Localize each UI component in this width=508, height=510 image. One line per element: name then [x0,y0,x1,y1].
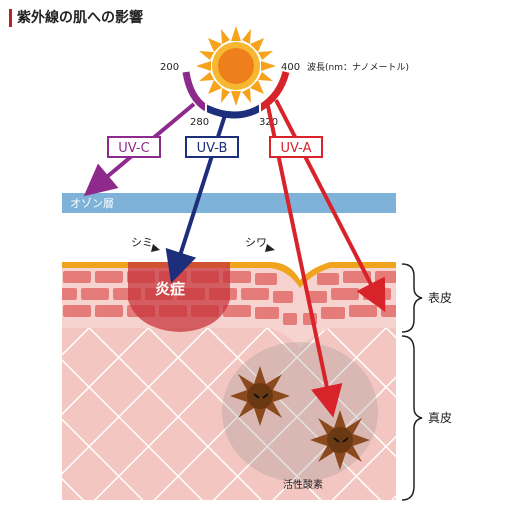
spots-label: シミ [131,236,153,249]
uvc-label-box [107,136,161,158]
inflammation-label: 炎症 [155,280,185,298]
uvb-ray-arrow [165,111,228,284]
wavelength-unit-label: 波長(nm：ナノメートル) [307,61,409,73]
dermis-label: 真皮 [428,411,452,425]
dermis-brace [401,335,423,501]
wavelength-label-320: 320 [259,117,278,128]
ozone-layer [62,193,396,213]
ozone-layer-label: オゾン層 [70,197,114,210]
epidermis-label: 表皮 [428,291,452,305]
wavelength-label-280: 280 [190,117,209,128]
active-oxygen-label: 活性酸素 [283,478,323,491]
wavelength-label-200: 200 [160,62,179,73]
wrinkles-label: シワ [245,236,267,249]
epidermis-brace [401,263,423,333]
page-title: 紫外線の肌への影響 [17,10,143,26]
active-oxygen-particle-icon [230,366,290,426]
uva-label-box [269,136,323,158]
sun-icon [196,26,276,106]
uvb-label: UV-B [197,141,228,156]
uvc-label: UV-C [118,141,149,156]
inflammation-zone [128,262,230,332]
uva-ray-arrow-epidermis [274,99,386,313]
wavelength-spectrum [182,71,290,119]
wrinkles-pointer-icon [265,244,275,252]
spots-pointer-icon [151,244,160,252]
active-oxygen-particle-icon [310,410,370,470]
skin-cross-section [62,262,396,500]
uvb-label-box [185,136,239,158]
wavelength-label-400: 400 [281,62,300,73]
title-accent-bar [9,9,12,27]
uva-label: UV-A [281,141,312,156]
